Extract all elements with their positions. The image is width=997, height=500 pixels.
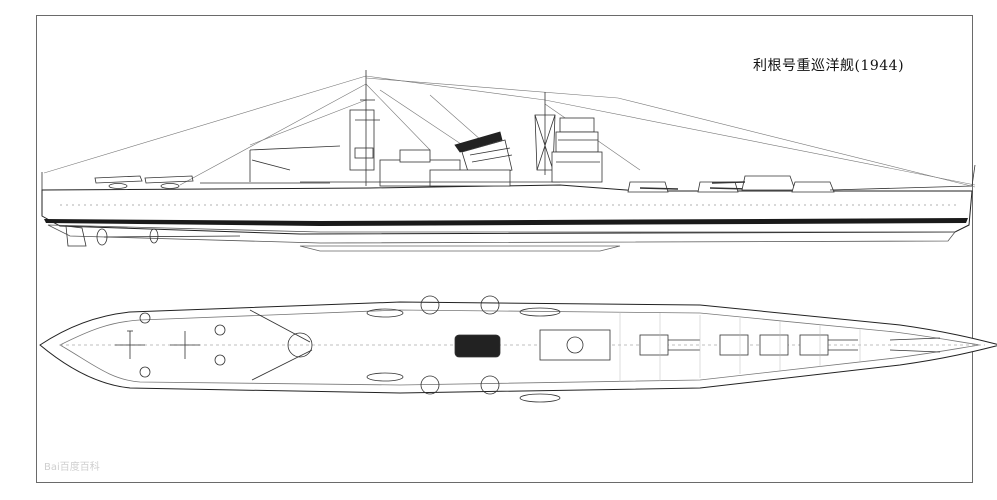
funnel <box>454 131 513 179</box>
rigging-lines <box>43 75 976 188</box>
funnel-plan <box>454 334 501 358</box>
turrets-plan <box>639 334 858 356</box>
forward-turrets <box>627 175 835 193</box>
side-profile <box>41 70 976 252</box>
catapults <box>249 309 313 381</box>
aft-crane <box>249 145 341 182</box>
anchors <box>889 337 941 353</box>
bow-rail <box>41 164 976 191</box>
boats-aa <box>366 295 561 403</box>
bridge-plan <box>539 329 611 361</box>
deck-plan <box>39 295 997 403</box>
bridge-tower <box>534 92 603 183</box>
seaplanes-side <box>94 175 330 189</box>
propellers-rudder <box>65 225 241 247</box>
midship-superstructure <box>300 149 560 187</box>
deck-planking <box>619 312 861 382</box>
main-mast <box>349 70 380 186</box>
drawing-frame <box>36 15 973 483</box>
hull <box>41 184 973 252</box>
seaplanes-plan <box>115 312 226 378</box>
drawing-title: 利根号重巡洋舰(1944) <box>753 58 905 74</box>
watermark: Bai百度百科 <box>44 462 100 473</box>
